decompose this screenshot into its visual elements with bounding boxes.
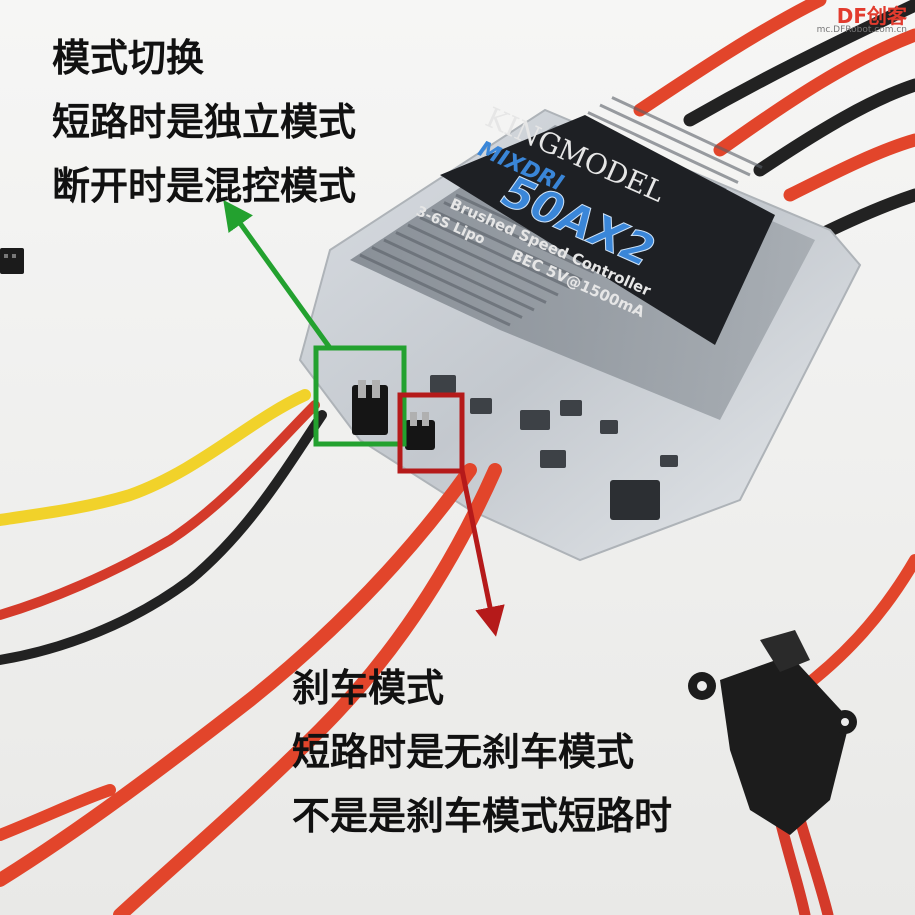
watermark-logo: DF创客	[836, 4, 907, 28]
heatsink-fin	[395, 231, 547, 304]
esc-body: KINGMODEL MIXDRI 50AX2 Brushed Speed Con…	[298, 96, 862, 562]
heatsink-fin	[443, 201, 595, 274]
brake-mode-annotation	[397, 392, 505, 637]
heatsink-fin	[407, 223, 559, 297]
brake-mode-title: 刹车模式	[292, 666, 445, 710]
heatsink-fin	[371, 246, 523, 319]
heatsink-fin	[383, 238, 535, 312]
heatsink-fin	[587, 111, 739, 184]
power-wires	[633, 0, 915, 247]
servo-connector	[0, 248, 24, 274]
brake-highlight-box	[397, 392, 465, 474]
mode-switch-caption: 模式切换 短路时是独立模式 断开时是混控模式	[52, 26, 356, 218]
brake-arrow	[459, 469, 505, 637]
heatsink-fin	[419, 216, 571, 289]
mode-switch-arrow	[223, 199, 333, 350]
mode-switch-short-text: 短路时是独立模式	[52, 100, 357, 144]
brake-mode-caption: 刹车模式 短路时是无刹车模式 不是是刹车模式短路时	[292, 656, 672, 848]
heatsink-fin	[431, 208, 583, 282]
brake-mode-open-text: 不是是刹车模式短路时	[292, 794, 673, 838]
watermark: DF创客 mc.DFRobot.com.cn	[817, 6, 907, 35]
signal-wires	[0, 389, 327, 665]
circuit-components	[430, 375, 678, 520]
brake-jumper	[405, 412, 435, 450]
mode-switch-title: 模式切换	[52, 36, 205, 80]
heatsink-fin	[359, 253, 511, 327]
watermark-url: mc.DFRobot.com.cn	[816, 25, 907, 35]
mode-switch-open-text: 断开时是混控模式	[52, 164, 357, 208]
output-leads	[0, 463, 502, 915]
mode-jumper	[352, 380, 388, 435]
brake-mode-short-text: 短路时是无刹车模式	[292, 730, 635, 774]
heatsink-fin	[599, 103, 751, 177]
heatsink-fin	[611, 96, 763, 169]
switch-connector	[688, 630, 857, 835]
switch-harness	[774, 554, 915, 915]
